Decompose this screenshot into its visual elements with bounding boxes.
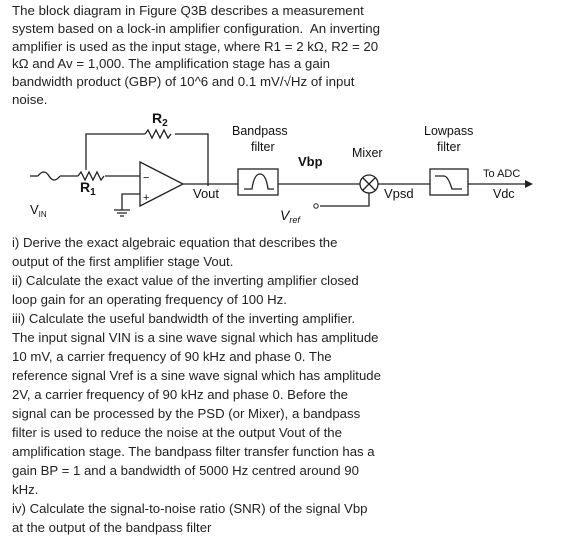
r2-resistor	[144, 128, 172, 140]
ground-symbol	[114, 209, 130, 217]
plus-wire	[121, 193, 140, 210]
block-diagram: R2 R1 VIN − + Vout Bandpass filter Vbp M…	[30, 110, 533, 225]
opamp-plus: +	[143, 192, 149, 204]
feedback-wire-right	[175, 133, 209, 186]
question-line: gain BP = 1 and a bandwidth of 5000 Hz c…	[12, 463, 359, 478]
intro-line: amplifier is used as the input stage, wh…	[12, 38, 379, 54]
opamp-minus: −	[143, 172, 149, 184]
mixer-cross	[362, 177, 376, 191]
adc-arrow	[525, 180, 533, 188]
vbp-label: Vbp	[298, 154, 323, 169]
lowpass-box	[429, 168, 469, 196]
question-line: reference signal Vref is a sine wave sig…	[12, 368, 381, 383]
question-line: output of the first amplifier stage Vout…	[12, 254, 234, 269]
intro-line: bandwidth product (GBP) of 10^6 and 0.1 …	[12, 74, 355, 90]
problem-intro: The block diagram in Figure Q3B describe…	[12, 2, 442, 109]
question-line: kHz.	[12, 482, 39, 497]
r1-label: R1	[80, 179, 96, 198]
question-line: filter is used to reduce the noise at th…	[12, 425, 342, 440]
question-line: loop gain for an operating frequency of …	[12, 292, 287, 307]
question-line: ii) Calculate the exact value of the inv…	[12, 273, 359, 288]
lowpass-label-2: filter	[437, 140, 461, 154]
r1-resistor	[77, 170, 105, 182]
intro-line: The block diagram in Figure Q3B describe…	[12, 3, 364, 18]
question-line: iv) Calculate the signal-to-noise ratio …	[12, 501, 368, 516]
question-list: i) Derive the exact algebraic equation t…	[12, 233, 452, 537]
question-line: 2V, a carrier frequency of 90 kHz and ph…	[12, 387, 348, 402]
question-line: i) Derive the exact algebraic equation t…	[12, 235, 338, 250]
question-line: 10 mV, a carrier frequency of 90 kHz and…	[12, 349, 332, 364]
to-adc-label: To ADC	[483, 168, 520, 180]
feedback-wire	[85, 133, 145, 170]
opamp-triangle	[139, 160, 185, 208]
intro-line: kΩ and Av = 1,000. The amplification sta…	[12, 56, 331, 72]
bandpass-box	[237, 168, 279, 196]
lowpass-label-1: Lowpass	[424, 124, 473, 138]
bandpass-label-1: Bandpass	[232, 124, 288, 138]
question-line: The input signal VIN is a sine wave sign…	[12, 330, 379, 345]
question-line: at the output of the bandpass filter	[12, 520, 212, 535]
mixer-label: Mixer	[352, 146, 383, 160]
vpsd-label: Vpsd	[384, 186, 414, 201]
vin-label: VIN	[30, 202, 47, 219]
intro-line: system based on a lock-in amplifier conf…	[12, 20, 381, 36]
bandpass-label-2: filter	[251, 140, 275, 154]
r2-label: R2	[152, 110, 168, 129]
question-line: iii) Calculate the useful bandwidth of t…	[12, 311, 356, 326]
bandpass-curve	[244, 173, 274, 190]
question-line: signal can be processed by the PSD (or M…	[12, 406, 361, 421]
question-line: amplification stage. The bandpass filter…	[12, 444, 375, 459]
vref-wire	[320, 193, 370, 207]
vref-terminal	[313, 203, 319, 209]
intro-line: noise.	[12, 91, 48, 107]
source-sine	[37, 171, 61, 181]
vdc-label: Vdc	[493, 187, 515, 201]
vout-label: Vout	[193, 186, 219, 201]
lowpass-curve	[435, 175, 462, 190]
vref-label: Vref	[280, 207, 301, 225]
